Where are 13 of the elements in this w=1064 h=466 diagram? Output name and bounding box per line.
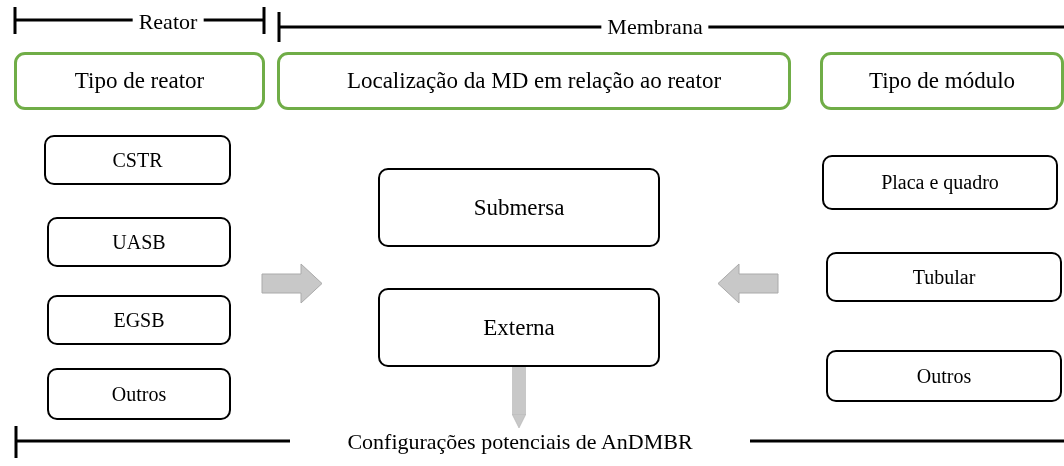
section-header: Tipo de módulo	[820, 52, 1064, 110]
option-box: Outros	[826, 350, 1062, 402]
option-box: Submersa	[378, 168, 660, 247]
option-box: UASB	[47, 217, 231, 267]
option-box: Tubular	[826, 252, 1062, 302]
section-header: Tipo de reator	[14, 52, 265, 110]
option-box: CSTR	[44, 135, 231, 185]
option-box: Placa e quadro	[822, 155, 1058, 210]
option-box: Outros	[47, 368, 231, 420]
option-box: EGSB	[47, 295, 231, 345]
option-box: Externa	[378, 288, 660, 367]
section-header: Localização da MD em relação ao reator	[277, 52, 791, 110]
block-arrow	[511, 367, 527, 429]
